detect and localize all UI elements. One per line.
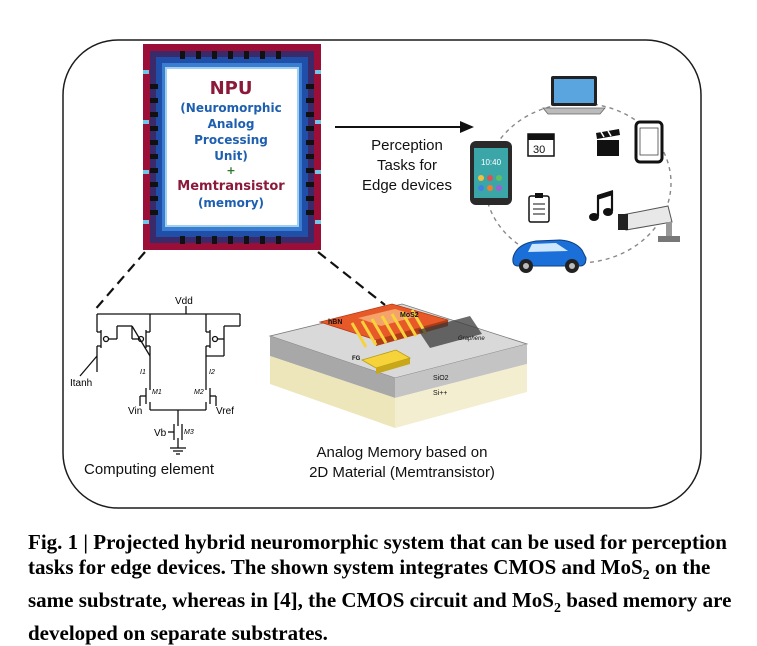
device-orbit [484, 102, 672, 264]
caption-text3: based memory are developed on separate s… [28, 588, 732, 646]
graphene-label: Graphene [458, 336, 485, 342]
fg-label: FG [352, 356, 361, 362]
zoom-line-left [92, 251, 146, 313]
m3-label: M3 [184, 429, 194, 436]
music-note-icon [589, 190, 614, 221]
arrow-label-line3: Edge devices [361, 177, 453, 194]
vdd-label: Vdd [175, 296, 193, 307]
m2-label: M2 [194, 389, 204, 396]
mos2-label: MoS2 [400, 312, 419, 319]
circuit-caption: Computing element [84, 461, 215, 478]
memory-caption-line2: 2D Material (Memtransistor) [309, 464, 495, 481]
memtransistor-3d-device [268, 303, 529, 428]
chip-line5: (memory) [197, 196, 265, 210]
npu-chip [143, 44, 321, 250]
memory-caption-line1: Analog Memory based on [316, 444, 488, 461]
arrow-label: Perception Tasks for Edge devices [348, 136, 466, 196]
arrow-label-line1: Perception [371, 137, 443, 154]
security-camera-icon [618, 205, 680, 242]
computing-element-circuit [79, 306, 241, 455]
caption-text1: Projected hybrid neuromorphic system tha… [28, 530, 727, 579]
chip-line4: Memtransistor [177, 179, 285, 194]
calendar-day: 30 [533, 144, 545, 156]
car-icon [512, 239, 587, 273]
clapperboard-icon [596, 129, 620, 156]
caption-prefix: Fig. 1 | [28, 530, 94, 554]
clipboard-icon [528, 193, 550, 223]
i1-label: I1 [140, 369, 146, 376]
caption-sub2: 2 [553, 601, 561, 617]
chip-line2: Analog Processing [194, 117, 268, 147]
figure-caption: Fig. 1 | Projected hybrid neuromorphic s… [28, 530, 748, 646]
hbn-label: hBN [328, 319, 342, 326]
zoom-line-right [317, 251, 386, 306]
vb-label: Vb [154, 428, 167, 439]
chip-line3: Unit) [214, 149, 248, 163]
laptop-icon [542, 76, 606, 115]
vin-label: Vin [128, 406, 142, 417]
sio2-label: SiO2 [433, 375, 449, 382]
i2-label: I2 [209, 369, 215, 376]
chip-line1: (Neuromorphic [180, 101, 282, 115]
si-label: Si++ [433, 390, 447, 397]
vref-label: Vref [216, 406, 234, 417]
smartphone-icon [634, 120, 664, 164]
chip-plus: + [226, 164, 236, 177]
m1-label: M1 [152, 389, 162, 396]
calendar-icon [527, 133, 555, 157]
itanh-label: Itanh [70, 378, 92, 389]
chip-title: NPU [209, 78, 253, 99]
chip-text: NPU (Neuromorphic Analog Processing Unit… [170, 72, 292, 220]
memory-caption: Analog Memory based on 2D Material (Memt… [286, 443, 518, 483]
arrow-label-line2: Tasks for [376, 157, 437, 174]
tablet-icon [470, 141, 512, 205]
caption-text2: on the same substrate, whereas in [4], t… [28, 555, 711, 613]
caption-sub1: 2 [642, 568, 650, 584]
perception-arrow [335, 121, 474, 133]
tablet-time: 10:40 [481, 158, 502, 167]
